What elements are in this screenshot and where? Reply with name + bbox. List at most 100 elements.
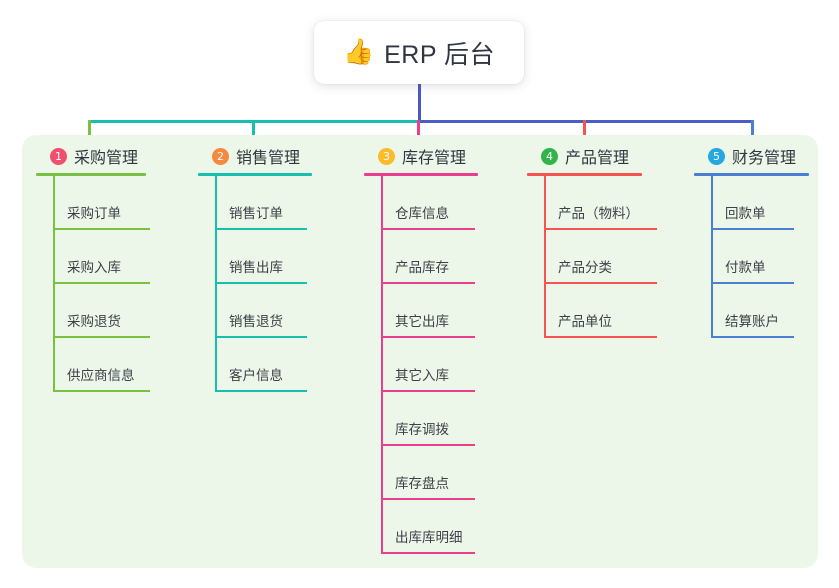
leaf-item-label: 产品分类	[558, 260, 612, 275]
leaf-item-label: 库存盘点	[395, 476, 449, 491]
branches-panel	[22, 135, 818, 568]
branch-underline	[36, 173, 146, 176]
leaf-item[interactable]: 库存盘点	[364, 446, 478, 500]
branch-title: 财务管理	[732, 150, 797, 167]
leaf-underline	[215, 390, 307, 392]
leaf-item-label: 其它入库	[395, 368, 449, 383]
branch-header-5[interactable]: 5 财务管理	[708, 145, 809, 167]
leaf-item-label: 产品（物料）	[558, 206, 639, 221]
leaf-underline	[544, 282, 657, 284]
leaf-underline	[381, 498, 475, 500]
leaf-list: 仓库信息产品库存其它出库其它入库库存调拨库存盘点出库库明细	[364, 176, 478, 554]
leaf-underline	[53, 282, 150, 284]
leaf-item-label: 结算账户	[725, 314, 779, 329]
leaf-underline	[215, 282, 307, 284]
leaf-item[interactable]: 客户信息	[198, 338, 312, 392]
branch-drop-3	[417, 120, 420, 148]
root-node[interactable]: 👍 ERP 后台	[314, 21, 524, 84]
leaf-underline	[381, 444, 475, 446]
leaf-item-label: 采购订单	[67, 206, 121, 221]
leaf-item-label: 其它出库	[395, 314, 449, 329]
leaf-item[interactable]: 产品分类	[527, 230, 657, 284]
branch-underline	[198, 173, 312, 176]
branch-underline	[694, 173, 809, 176]
leaf-item[interactable]: 采购订单	[36, 176, 150, 230]
leaf-item[interactable]: 其它入库	[364, 338, 478, 392]
leaf-list: 产品（物料） 产品分类产品单位	[527, 176, 657, 338]
branch-column-2: 2 销售管理销售订单销售出库销售退货客户信息	[198, 145, 312, 392]
leaf-item[interactable]: 销售出库	[198, 230, 312, 284]
leaf-underline	[711, 282, 794, 284]
leaf-item[interactable]: 库存调拨	[364, 392, 478, 446]
branch-badge-icon: 5	[708, 147, 725, 165]
leaf-underline	[215, 336, 307, 338]
branch-title: 采购管理	[74, 150, 139, 167]
leaf-item[interactable]: 供应商信息	[36, 338, 150, 392]
branch-drop-1	[88, 120, 91, 148]
branch-header-3[interactable]: 3 库存管理	[378, 145, 478, 167]
root-node-title: ERP 后台	[384, 40, 496, 69]
branch-header-4[interactable]: 4 产品管理	[541, 145, 642, 167]
branch-spine	[53, 176, 55, 392]
leaf-item[interactable]: 仓库信息	[364, 176, 478, 230]
leaf-underline	[381, 336, 475, 338]
branch-spine	[215, 176, 217, 392]
leaf-item-label: 销售出库	[229, 260, 283, 275]
leaf-item[interactable]: 产品（物料）	[527, 176, 657, 230]
branch-spine	[544, 176, 546, 338]
leaf-item[interactable]: 采购退货	[36, 284, 150, 338]
branch-drop-4	[583, 120, 586, 148]
leaf-item[interactable]: 采购入库	[36, 230, 150, 284]
branch-spine	[711, 176, 713, 338]
leaf-underline	[711, 228, 794, 230]
leaf-item-label: 采购入库	[67, 260, 121, 275]
leaf-underline	[544, 228, 657, 230]
leaf-underline	[544, 336, 657, 338]
leaf-underline	[53, 390, 150, 392]
branch-drop-5	[751, 120, 754, 148]
leaf-item-label: 产品库存	[395, 260, 449, 275]
leaf-item[interactable]: 其它出库	[364, 284, 478, 338]
leaf-item-label: 出库库明细	[395, 530, 463, 545]
leaf-item-label: 产品单位	[558, 314, 612, 329]
branch-spine	[381, 176, 383, 554]
branch-column-5: 5 财务管理回款单付款单结算账户	[694, 145, 809, 338]
thumbs-up-icon: 👍	[342, 38, 375, 66]
root-stem	[418, 84, 421, 123]
leaf-underline	[53, 336, 150, 338]
leaf-item[interactable]: 产品单位	[527, 284, 657, 338]
leaf-underline	[215, 228, 307, 230]
leaf-underline	[711, 336, 794, 338]
leaf-underline	[381, 228, 475, 230]
branch-badge-icon: 2	[212, 147, 229, 165]
leaf-item[interactable]: 销售订单	[198, 176, 312, 230]
leaf-underline	[53, 228, 150, 230]
leaf-item-label: 销售退货	[229, 314, 283, 329]
leaf-item-label: 仓库信息	[395, 206, 449, 221]
leaf-underline	[381, 390, 475, 392]
branch-title: 库存管理	[402, 150, 467, 167]
branch-drop-2	[252, 120, 255, 148]
branch-badge-icon: 1	[50, 147, 67, 165]
leaf-item-label: 库存调拨	[395, 422, 449, 437]
leaf-item[interactable]: 出库库明细	[364, 500, 478, 554]
leaf-item-label: 付款单	[725, 260, 766, 275]
leaf-underline	[381, 282, 475, 284]
branch-column-4: 4 产品管理产品（物料） 产品分类产品单位	[527, 145, 657, 338]
leaf-item[interactable]: 产品库存	[364, 230, 478, 284]
leaf-item[interactable]: 回款单	[694, 176, 809, 230]
branch-badge-icon: 4	[541, 147, 558, 165]
branch-title: 销售管理	[236, 150, 301, 167]
branch-header-2[interactable]: 2 销售管理	[212, 145, 312, 167]
leaf-item-label: 回款单	[725, 206, 766, 221]
branch-badge-icon: 3	[378, 147, 395, 165]
leaf-item[interactable]: 销售退货	[198, 284, 312, 338]
branch-header-1[interactable]: 1 采购管理	[50, 145, 146, 167]
branch-title: 产品管理	[565, 150, 630, 167]
leaf-item-label: 供应商信息	[67, 368, 135, 383]
leaf-item[interactable]: 付款单	[694, 230, 809, 284]
leaf-item[interactable]: 结算账户	[694, 284, 809, 338]
leaf-list: 销售订单销售出库销售退货客户信息	[198, 176, 312, 392]
leaf-list: 采购订单采购入库采购退货供应商信息	[36, 176, 150, 392]
branch-underline	[527, 173, 642, 176]
